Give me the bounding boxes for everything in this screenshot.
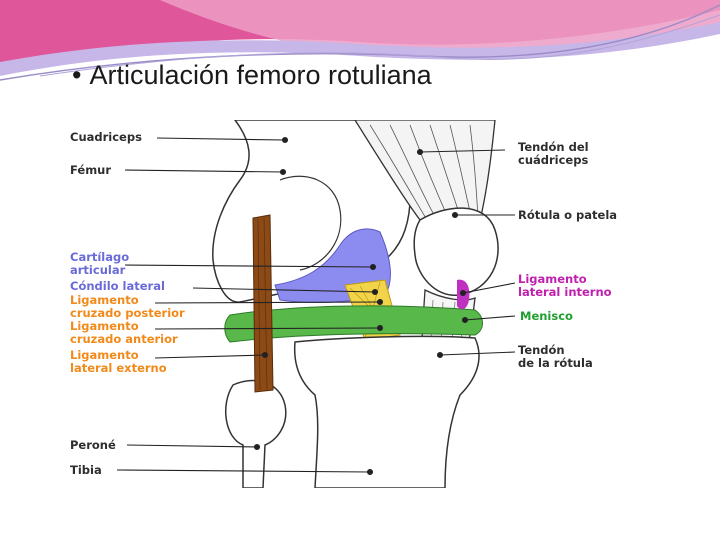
label-menisco: Menisco: [520, 309, 573, 323]
banner-curve-line-2: [39, 14, 720, 77]
tibia-bone: [293, 335, 480, 488]
meniscus: [224, 305, 483, 343]
label-tendon-rotula: Tendón de la rótula: [518, 343, 593, 370]
title-bullet: •: [72, 60, 82, 90]
lateral-collateral-ligament: [252, 214, 274, 393]
knee-diagram: Cuadriceps Fémur Cartílago articular Cón…: [65, 120, 660, 488]
label-rotula: Rótula o patela: [518, 208, 618, 222]
label-lig-posterior: Ligamento cruzado posterior: [70, 293, 185, 320]
slide-title: •Articulación femoro rotuliana: [72, 60, 432, 91]
femur-condyle: [279, 175, 342, 271]
header-banner: [0, 0, 720, 81]
fibula-bone: [225, 379, 287, 488]
label-cartilago: Cartílago articular: [70, 250, 130, 277]
label-femur: Fémur: [70, 163, 112, 177]
right-leader-lines: [416, 148, 516, 359]
label-cuadriceps: Cuadriceps: [70, 130, 142, 144]
label-lig-interno: Ligamento lateral interno: [518, 272, 612, 299]
left-leader-lines: [116, 136, 384, 476]
banner-purple-band: [0, 22, 720, 76]
label-tibia: Tibia: [70, 463, 102, 477]
patella: [413, 207, 499, 296]
label-tendon-cuadriceps: Tendón del cuádriceps: [518, 140, 589, 167]
knee-illustration: [116, 120, 516, 488]
label-condilo: Cóndilo lateral: [70, 279, 165, 293]
label-lig-externo: Ligamento lateral externo: [70, 348, 167, 375]
label-lig-anterior: Ligamento cruzado anterior: [70, 319, 178, 346]
title-text: Articulación femoro rotuliana: [89, 60, 432, 90]
label-perone: Peroné: [70, 438, 116, 452]
